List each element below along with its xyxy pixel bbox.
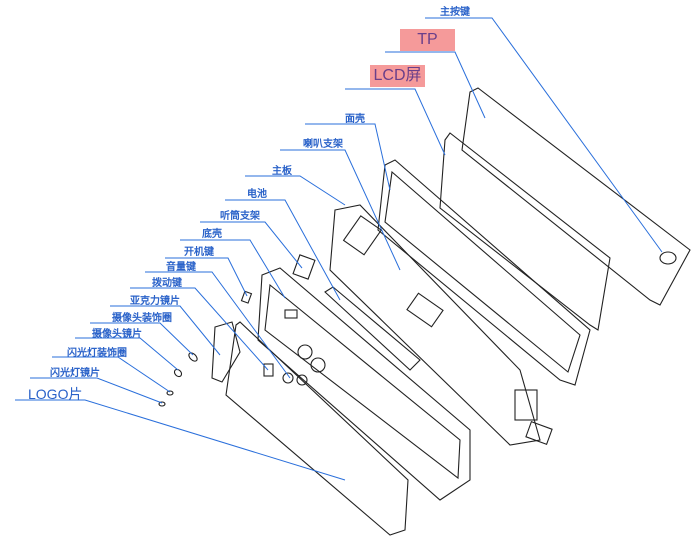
flash-trim-part: [166, 390, 174, 396]
label-flash-lens: 闪光灯镜片: [50, 368, 100, 379]
label-battery: 电池: [247, 189, 267, 200]
label-front-shell: 面壳: [345, 114, 365, 125]
label-acrylic-lens: 亚克力镜片: [130, 296, 180, 307]
label-camera-lens: 摄像头镜片: [92, 329, 142, 340]
main-key-part: [659, 251, 677, 265]
label-mainboard: 主板: [272, 166, 292, 177]
volume-key-part: [282, 372, 294, 384]
label-receiver-bracket: 听筒支架: [220, 211, 260, 222]
mainboard-part: [329, 204, 541, 446]
receiver-bracket-part: [292, 254, 316, 280]
tp-panel: [461, 87, 691, 306]
logo-sheet-part: [225, 321, 409, 536]
parts: [158, 87, 691, 536]
camera-lens-part: [173, 368, 183, 378]
label-flash-trim: 闪光灯装饰圈: [67, 348, 127, 359]
label-main-key: 主按键: [440, 7, 470, 18]
label-toggle-key: 拨动键: [152, 278, 182, 289]
label-logo: LOGO片: [28, 386, 83, 402]
power-key-part: [240, 290, 253, 304]
bottom-shell-part: [257, 267, 471, 501]
label-volume-key: 音量键: [166, 262, 196, 273]
label-power-key: 开机键: [184, 247, 214, 258]
leader-lines: [15, 17, 663, 481]
front-shell-part: [377, 159, 591, 386]
camera-trim-part: [188, 352, 198, 362]
label-camera-trim: 摄像头装饰圈: [112, 313, 172, 324]
toggle-key-part: [263, 363, 274, 377]
label-lcd: LCD屏: [370, 65, 425, 87]
label-tp: TP: [400, 29, 455, 51]
lcd-panel: [439, 132, 611, 331]
flash-lens-part: [158, 401, 166, 407]
label-speaker-bracket: 喇叭支架: [303, 139, 343, 150]
label-bottom-shell: 底壳: [202, 229, 222, 240]
acrylic-lens-part: [211, 321, 241, 383]
battery-part: [324, 286, 421, 371]
